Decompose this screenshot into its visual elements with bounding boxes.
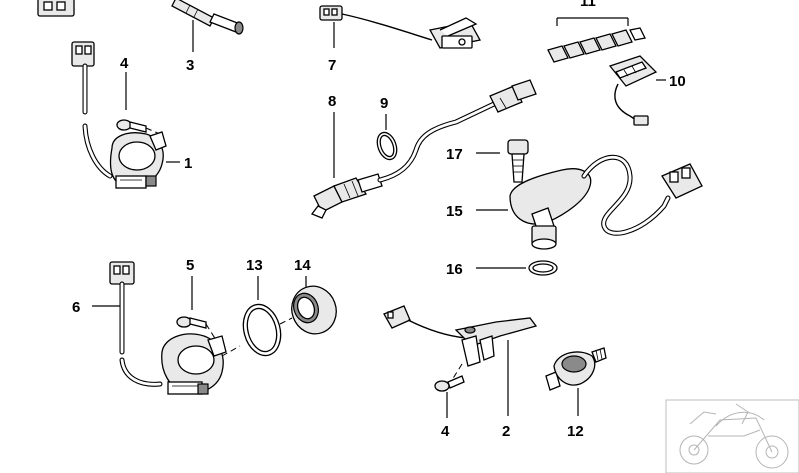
- part-8-oxygen-sensor: [310, 79, 537, 219]
- part-3-rod-sensor: [171, 0, 244, 52]
- callout-2: 2: [502, 423, 510, 440]
- part-13-ring: [242, 276, 293, 357]
- callout-9: 9: [380, 95, 388, 112]
- callout-3: 3: [186, 57, 194, 74]
- callout-13: 13: [246, 257, 263, 274]
- part-12-pressure-switch: [545, 347, 607, 416]
- callout-12: 12: [567, 423, 584, 440]
- callout-8: 8: [328, 93, 336, 110]
- part-1-sensor: [71, 41, 180, 189]
- part-4-screw-upper: [116, 72, 161, 135]
- callout-4-upper: 4: [120, 55, 129, 72]
- callout-1: 1: [184, 155, 192, 172]
- callout-6: 6: [72, 299, 80, 316]
- part-9-o-ring: [376, 114, 398, 161]
- part-10-switch-unit: [608, 55, 666, 126]
- part-4-screw-lower: [434, 363, 465, 418]
- part-15-sensor-housing: [476, 154, 703, 250]
- part-7-micro-switch: [319, 5, 482, 49]
- callout-10: 10: [669, 73, 686, 90]
- part-6-sensor-cable: [92, 261, 163, 387]
- callout-17: 17: [446, 146, 463, 163]
- callout-11: 11: [580, 0, 596, 10]
- callout-7: 7: [328, 57, 336, 74]
- callout-4-lower: 4: [441, 423, 450, 440]
- part-5-screw: [176, 276, 217, 341]
- part-2-bracket-switch: [383, 305, 538, 416]
- button-caps: [547, 27, 646, 63]
- connector-partial-top-left: [37, 0, 75, 17]
- part-14-bushing: [291, 276, 337, 335]
- lower-sensor-body: [161, 333, 241, 395]
- part-11-button-set: [547, 17, 646, 63]
- part-17-screw: [476, 139, 529, 183]
- motorcycle-thumbnail: [665, 399, 799, 473]
- callout-5: 5: [186, 257, 194, 274]
- callout-16: 16: [446, 261, 463, 278]
- callout-14: 14: [294, 257, 311, 274]
- part-16-o-ring: [476, 260, 558, 276]
- callout-15: 15: [446, 203, 463, 220]
